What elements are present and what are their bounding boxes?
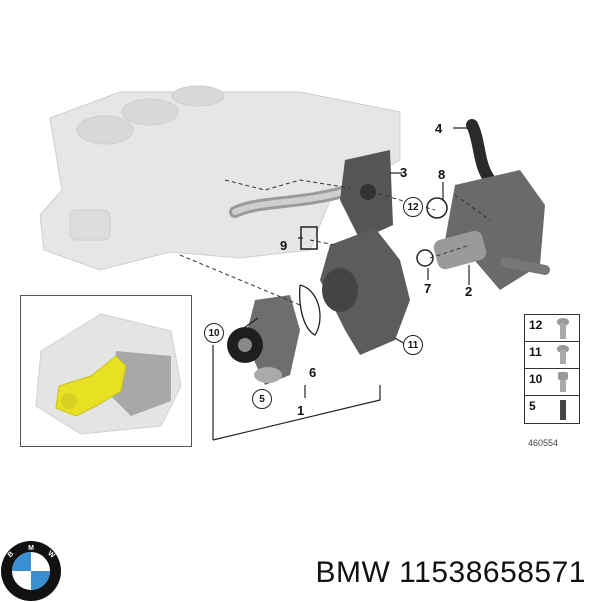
- bmw-roundel-icon: M B W: [1, 541, 61, 601]
- engine-overview-inset: [20, 295, 192, 447]
- callout-6: 6: [309, 365, 317, 380]
- legend-num: 10: [529, 372, 543, 386]
- callout-12: 12: [403, 197, 423, 217]
- legend-num: 5: [529, 399, 536, 413]
- fastener-legend: 12 11 10 5: [524, 314, 580, 424]
- callout-3: 3: [400, 165, 408, 180]
- engine-overview-image: [35, 313, 182, 435]
- callout-2: 2: [465, 284, 473, 299]
- svg-text:B: B: [7, 551, 15, 560]
- image-reference-number: 460554: [528, 438, 559, 448]
- legend-num: 11: [529, 345, 542, 359]
- legend-row: 5: [525, 396, 579, 423]
- callout-10: 10: [204, 323, 224, 343]
- callout-5: 5: [252, 389, 272, 409]
- svg-text:M: M: [28, 545, 34, 552]
- callout-7: 7: [424, 281, 432, 296]
- flange-bolt-icon: [557, 345, 569, 364]
- callout-9: 9: [280, 238, 288, 253]
- callout-8: 8: [438, 167, 446, 182]
- legend-row: 10: [525, 369, 579, 396]
- flange-bolt-icon: [557, 318, 569, 339]
- legend-row: 11: [525, 342, 579, 369]
- socket-bolt-icon: [558, 372, 568, 392]
- callout-1: 1: [297, 403, 305, 418]
- callout-4: 4: [435, 121, 443, 136]
- legend-row: 12: [525, 315, 579, 342]
- engine-block: [39, 85, 401, 271]
- legend-num: 12: [529, 318, 543, 332]
- svg-text:W: W: [46, 550, 56, 560]
- part-number-label: BMW 11538658571: [315, 556, 586, 589]
- callout-11: 11: [403, 335, 423, 355]
- stud-icon: [560, 400, 566, 420]
